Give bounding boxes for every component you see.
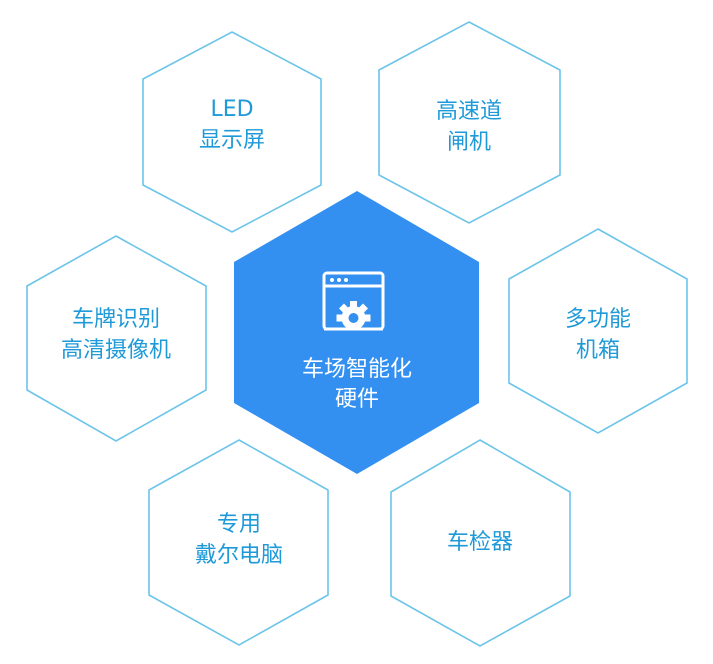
- hex-outline: [378, 21, 561, 224]
- hex-label-line-2: 显示屏: [199, 128, 265, 153]
- hex-outline: [390, 439, 571, 647]
- hex-label-line-2: 闸机: [447, 130, 491, 155]
- hex-outline: [508, 228, 688, 434]
- hex-outline: [148, 439, 329, 646]
- hex-label-line-1: LED: [210, 97, 253, 122]
- hex-label-line-2: 机箱: [576, 338, 620, 363]
- hex-label-line-1: 车牌识别: [72, 307, 160, 332]
- hex-label-line-2: 戴尔电脑: [195, 543, 283, 568]
- hex-node-highway-gate: 高速道 闸机: [378, 21, 561, 224]
- hex-outline: [26, 235, 207, 442]
- hex-node-center: 车场智能化 硬件: [234, 191, 479, 474]
- hex-outline: [142, 31, 322, 233]
- hex-label-line-1: 高速道: [436, 99, 502, 124]
- hex-node-dell-pc: 专用 戴尔电脑: [148, 439, 329, 646]
- hex-node-vehicle-detector: 车检器: [390, 439, 571, 647]
- hex-node-led-display: LED 显示屏: [142, 31, 322, 233]
- settings-window-icon: [322, 271, 385, 342]
- hex-node-plate-camera: 车牌识别 高清摄像机: [26, 235, 207, 442]
- hex-label-line-1: 多功能: [565, 307, 631, 332]
- hex-label-line-1: 车检器: [447, 530, 513, 555]
- center-label-line-2: 硬件: [335, 387, 379, 412]
- center-label-line-1: 车场智能化: [302, 357, 412, 382]
- hex-node-multi-box: 多功能 机箱: [508, 228, 688, 434]
- hex-label-line-2: 高清摄像机: [61, 338, 171, 363]
- hex-label-line-1: 专用: [217, 512, 261, 537]
